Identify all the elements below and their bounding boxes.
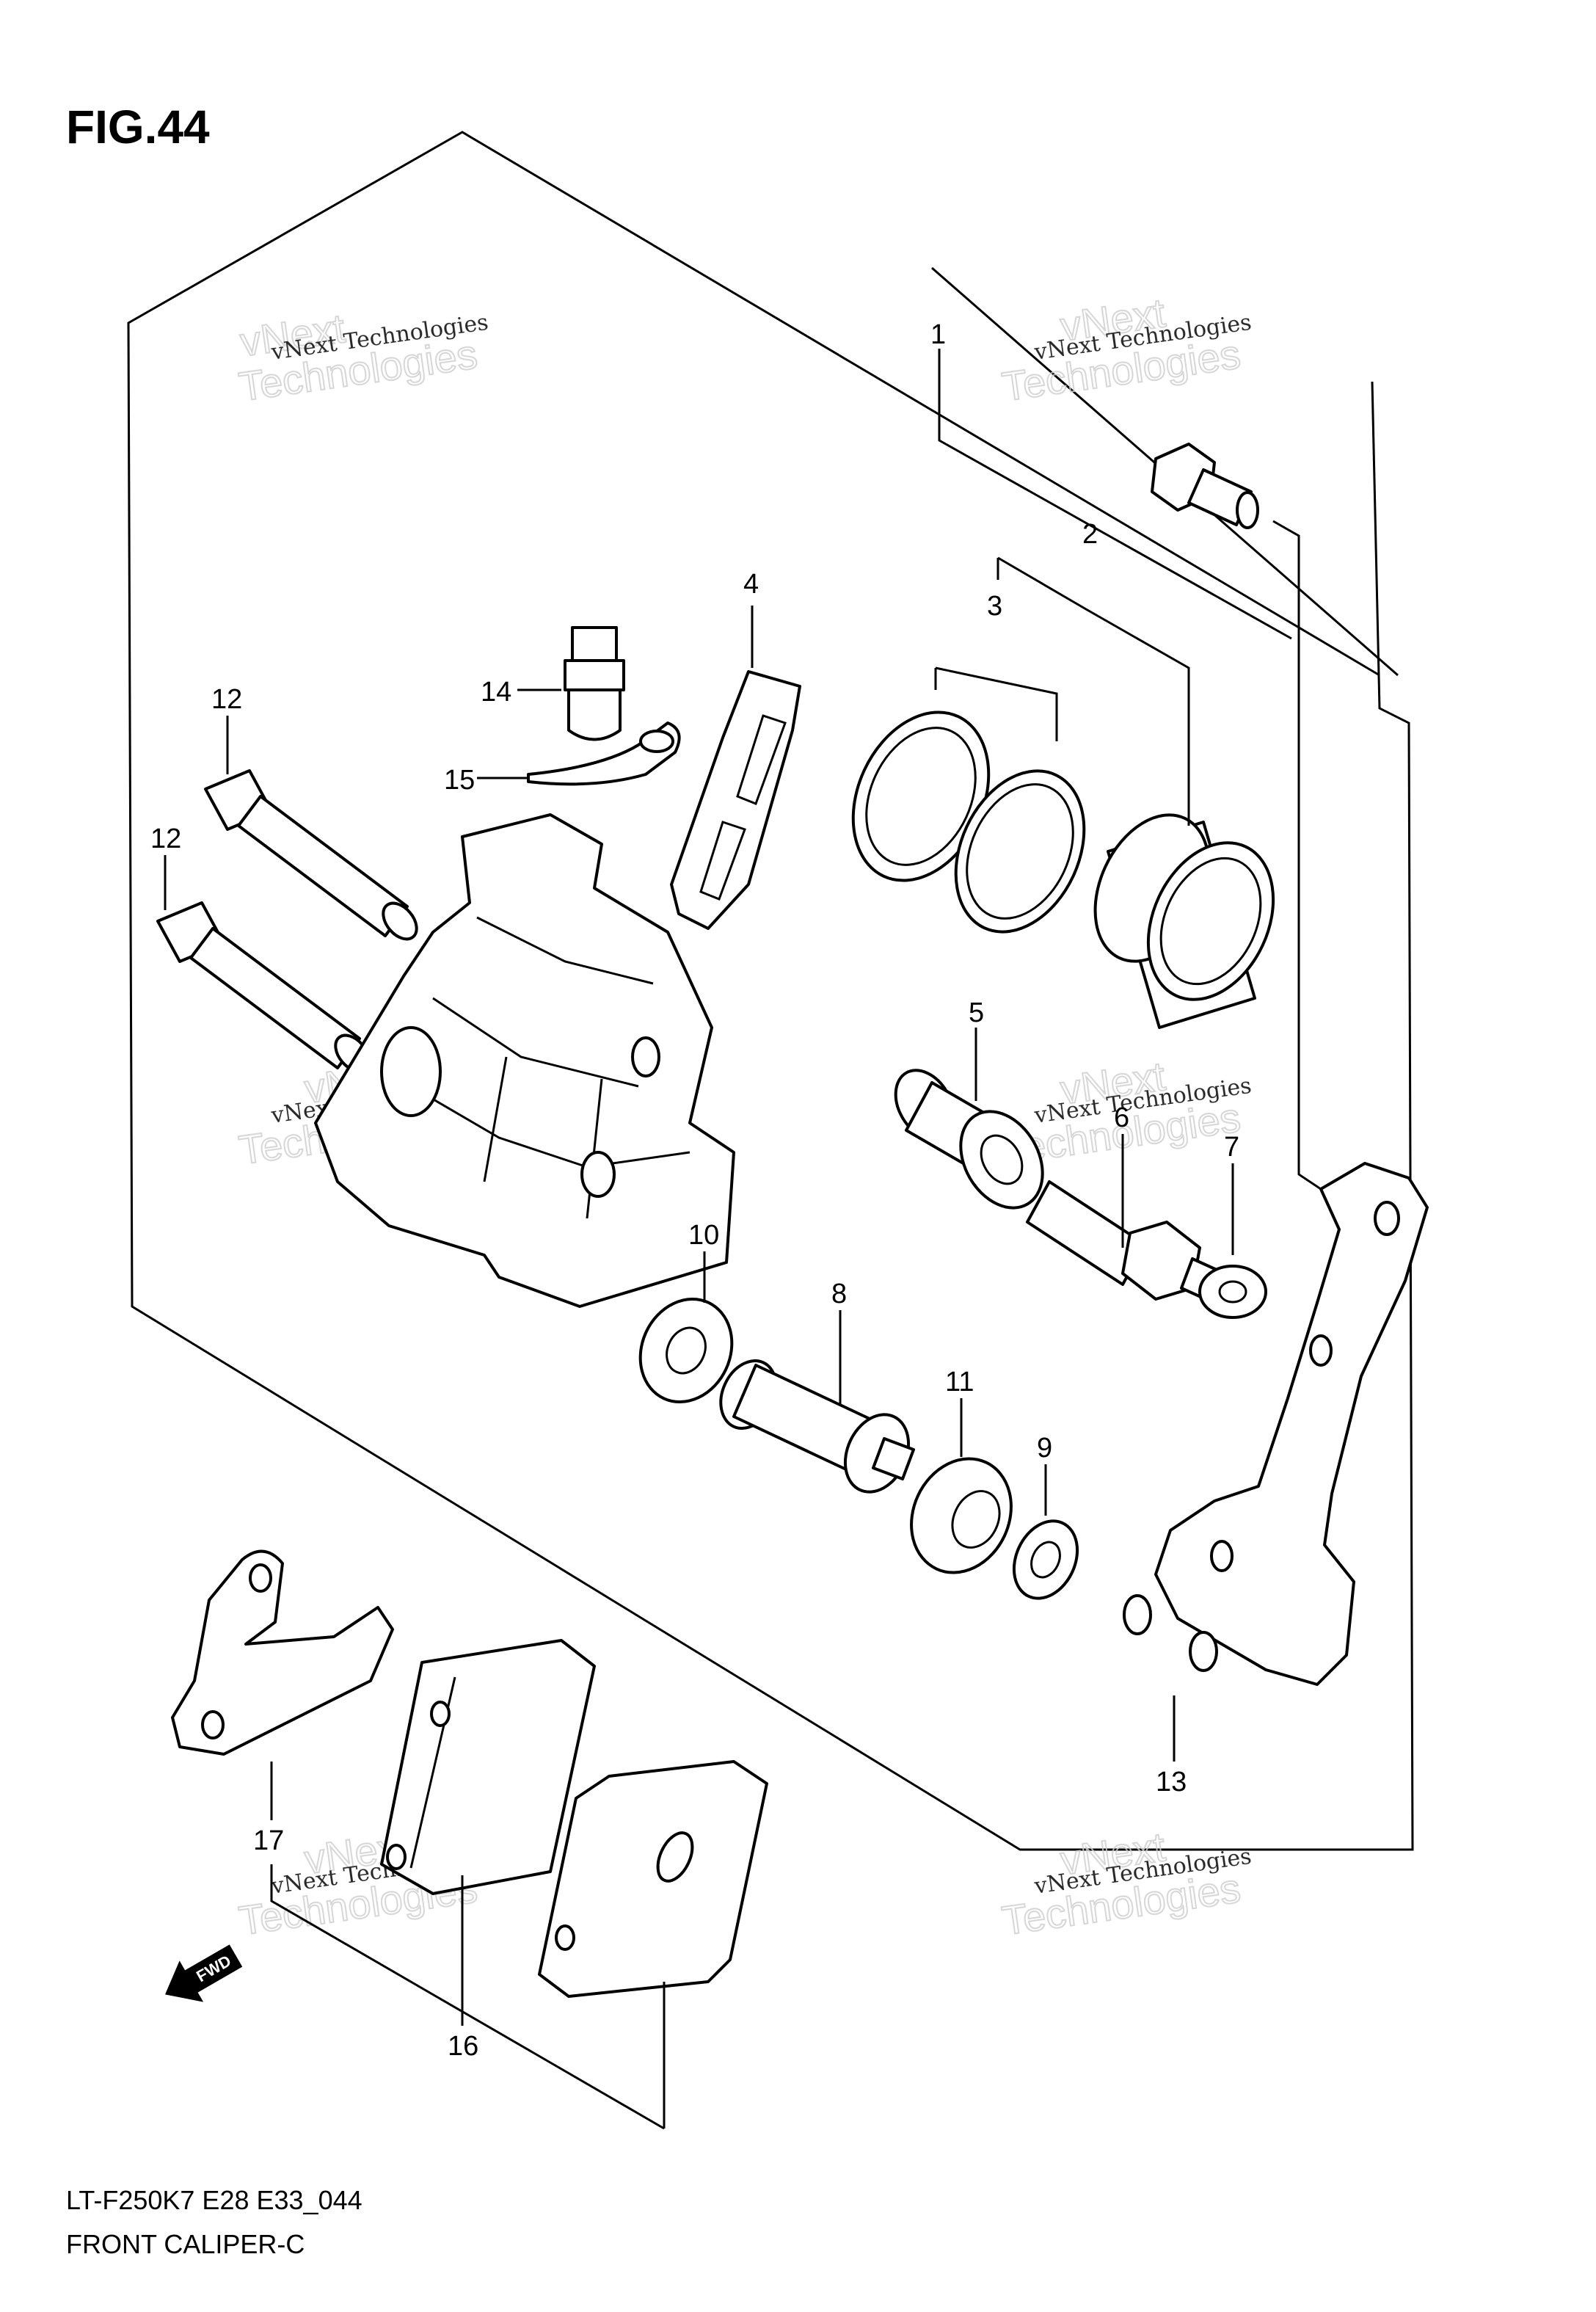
leader-2 bbox=[997, 556, 1190, 826]
assembly-outline bbox=[127, 131, 1414, 1851]
callout-11: 11 bbox=[945, 1367, 974, 1397]
part-pad-16a bbox=[380, 1639, 596, 1895]
part-pin-8 bbox=[719, 1359, 915, 1494]
callout-13: 13 bbox=[1156, 1767, 1187, 1797]
callout-15: 15 bbox=[444, 765, 475, 796]
callout-4: 4 bbox=[743, 569, 759, 600]
callout-1: 1 bbox=[930, 319, 946, 350]
callout-8: 8 bbox=[831, 1279, 847, 1309]
callout-9: 9 bbox=[1037, 1433, 1052, 1464]
watermark-top-left: vNext vNext Technologies Technologies bbox=[236, 304, 490, 410]
part-boot-10 bbox=[638, 1297, 734, 1404]
leader-1b bbox=[1272, 520, 1322, 1190]
callout-3: 3 bbox=[987, 591, 1002, 622]
part-bleeder-14 bbox=[564, 626, 625, 741]
callout-16: 16 bbox=[448, 2031, 478, 2062]
part-piston-seal-3a bbox=[851, 710, 991, 882]
leader-1 bbox=[938, 349, 1292, 640]
watermark-top-right: vNext vNext Technologies Technologies bbox=[999, 288, 1253, 410]
part-piston-2 bbox=[1093, 813, 1275, 1029]
part-pin-12a bbox=[204, 769, 418, 941]
part-caliper-body bbox=[314, 813, 735, 1308]
part-bolt-1 bbox=[1151, 443, 1259, 529]
part-boot-11 bbox=[910, 1457, 1013, 1574]
leader-3 bbox=[935, 666, 1058, 741]
part-piston-seal-3b bbox=[954, 769, 1086, 934]
callout-7: 7 bbox=[1224, 1132, 1239, 1163]
callout-12b: 12 bbox=[150, 824, 181, 854]
callout-12a: 12 bbox=[211, 684, 242, 715]
part-bushing-5 bbox=[894, 1069, 1044, 1210]
figure-title: FIG.44 bbox=[66, 101, 210, 153]
leader-17b bbox=[270, 1864, 665, 2130]
section-name: FRONT CALIPER-C bbox=[66, 2229, 305, 2259]
model-code: LT-F250K7 E28 E33_044 bbox=[66, 2185, 362, 2215]
watermark-bottom-right: vNext vNext Technologies Technologies bbox=[999, 1822, 1253, 1944]
part-bracket-13 bbox=[1123, 1162, 1429, 1686]
part-cap-15 bbox=[527, 721, 681, 786]
part-pin-12b bbox=[156, 901, 371, 1073]
callout-10: 10 bbox=[688, 1220, 719, 1251]
part-shim-17 bbox=[171, 1549, 394, 1756]
callout-5: 5 bbox=[969, 997, 984, 1028]
callouts: 1 2 3 4 5 6 7 8 9 10 11 12 12 13 14 15 1… bbox=[150, 319, 1239, 2062]
callout-14: 14 bbox=[481, 677, 511, 708]
part-spring-4 bbox=[670, 670, 801, 930]
callout-17: 17 bbox=[253, 1825, 284, 1856]
part-pad-16b bbox=[538, 1760, 768, 1998]
callout-2: 2 bbox=[1082, 519, 1098, 550]
fwd-arrow: FWD bbox=[165, 1944, 243, 2002]
part-washer-9 bbox=[1012, 1519, 1079, 1600]
part-washer-7 bbox=[1198, 1265, 1267, 1319]
callout-6: 6 bbox=[1114, 1102, 1129, 1133]
